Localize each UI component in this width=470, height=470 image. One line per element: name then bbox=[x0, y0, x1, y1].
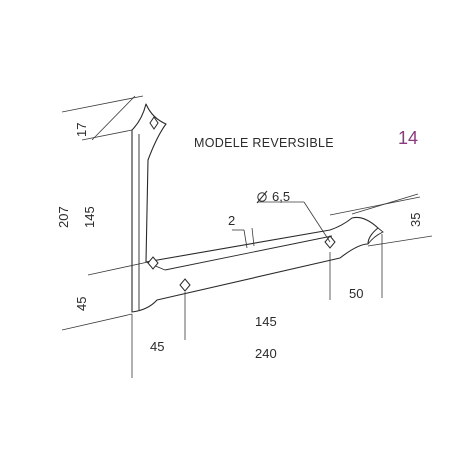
dim-horizontal-45: 45 bbox=[150, 339, 164, 354]
model-number: 14 bbox=[398, 128, 418, 148]
bracket-outline bbox=[131, 103, 379, 313]
hole-vertical-leg bbox=[147, 256, 159, 270]
dim-tip-height: 17 bbox=[74, 123, 89, 137]
model-title: MODELE REVERSIBLE bbox=[194, 136, 334, 150]
diameter-symbol-icon bbox=[256, 190, 268, 204]
end-tip-edge bbox=[367, 227, 384, 245]
hole-top bbox=[149, 116, 159, 130]
hole-corner bbox=[179, 278, 191, 292]
dim-leg-width-vertical: 45 bbox=[74, 297, 89, 311]
dim-end-length: 50 bbox=[349, 286, 363, 301]
dim-total-length: 240 bbox=[255, 346, 277, 361]
dim-total-height: 207 bbox=[56, 206, 71, 228]
dim-hole-diameter: 6,5 bbox=[272, 189, 290, 204]
dim-end-width: 35 bbox=[408, 213, 423, 227]
dimension-lines bbox=[61, 95, 433, 378]
dim-thickness: 2 bbox=[228, 213, 235, 228]
dim-horizontal-145: 145 bbox=[255, 314, 277, 329]
horizontal-leg-top-edge bbox=[164, 235, 333, 271]
dim-leg-height: 145 bbox=[82, 206, 97, 228]
